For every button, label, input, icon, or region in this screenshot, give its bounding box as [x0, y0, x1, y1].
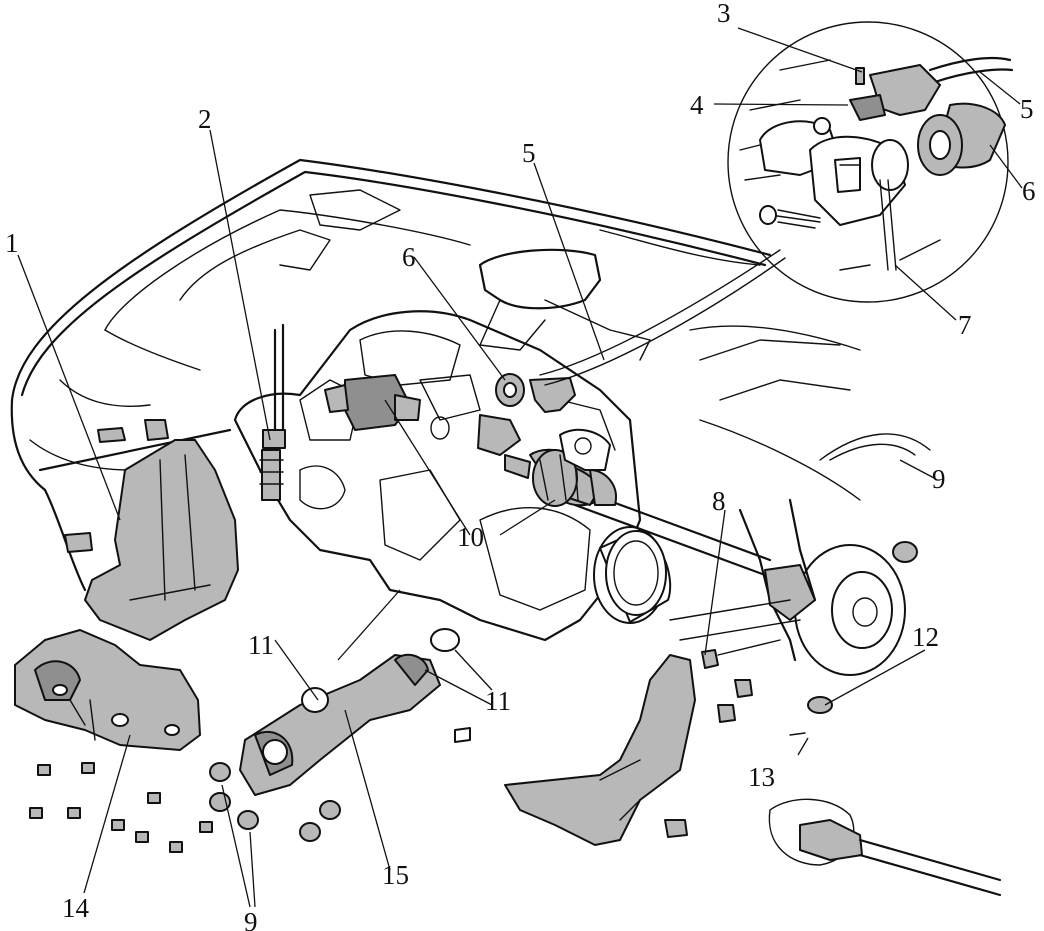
- callout-6-main: 6: [402, 242, 416, 272]
- callout-12: 12: [912, 622, 939, 652]
- leader-lines: [17, 27, 1023, 908]
- callout-7: 7: [958, 310, 972, 340]
- callout-11-right: 11: [485, 686, 511, 716]
- fasteners-lower-left: [29, 762, 341, 853]
- detail-circle: [727, 21, 1014, 303]
- wheel-hub-assembly: [669, 433, 931, 736]
- callout-14: 14: [62, 893, 90, 923]
- heat-shield: [504, 654, 753, 846]
- callout-9-bottom: 9: [244, 907, 258, 931]
- component-near-10: [324, 374, 421, 431]
- drive-shaft: [504, 428, 772, 577]
- part-2-sensor: [259, 323, 286, 501]
- engine-block: [233, 310, 642, 642]
- callout-2: 2: [198, 104, 212, 134]
- part-1-splash-shield: [64, 419, 239, 641]
- hose-clamp-detail: [768, 798, 1002, 897]
- air-intake-manifold: [469, 248, 651, 361]
- callout-8: 8: [712, 486, 726, 516]
- part-6-collar: [477, 373, 576, 456]
- callout-4: 4: [690, 90, 704, 120]
- callout-1: 1: [5, 228, 19, 258]
- callout-6-detail: 6: [1022, 176, 1036, 206]
- callout-5-detail: 5: [1020, 94, 1034, 124]
- cable-5: [539, 249, 786, 386]
- callout-11-left: 11: [248, 630, 274, 660]
- callout-13: 13: [748, 762, 775, 792]
- callout-3: 3: [717, 0, 731, 28]
- part-15-crossmember: [239, 628, 471, 796]
- callout-labels: 1 2 3 4 5 5 6 6 7 8 9 9 10 11 11 12 13 1…: [5, 0, 1036, 931]
- vehicle-body-outline: [10, 158, 861, 592]
- part-14-mount-bracket: [14, 629, 201, 751]
- oil-filter: [593, 526, 672, 624]
- callout-5-main: 5: [522, 138, 536, 168]
- callout-9-right: 9: [932, 464, 946, 494]
- callout-10: 10: [457, 522, 484, 552]
- callout-15: 15: [382, 860, 409, 890]
